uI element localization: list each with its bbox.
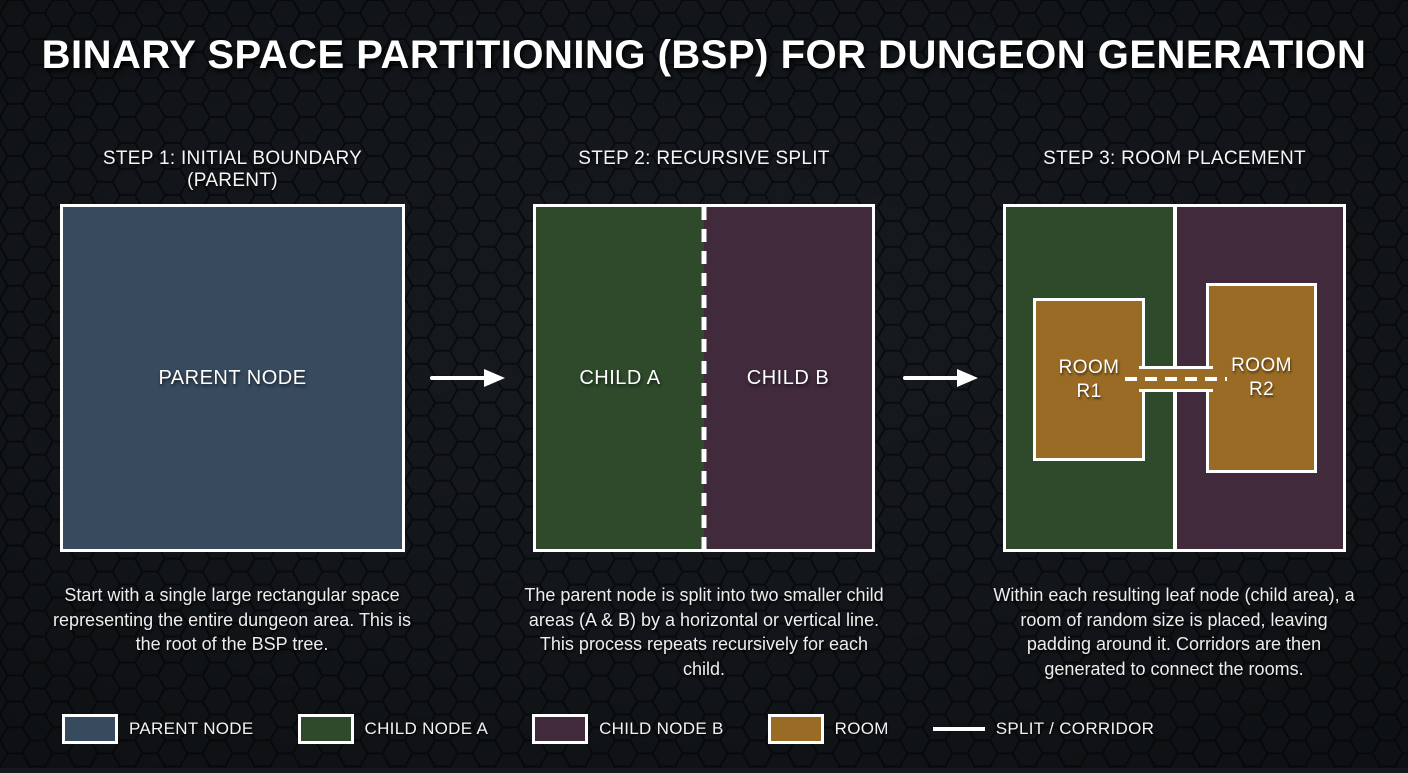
- legend: PARENT NODE CHILD NODE A CHILD NODE B RO…: [62, 714, 1154, 744]
- legend-label: CHILD NODE B: [599, 719, 724, 738]
- legend-label: CHILD NODE A: [364, 719, 489, 738]
- arrow-right-icon: [430, 369, 506, 387]
- step1-description: Start with a single large rectangular sp…: [53, 585, 411, 654]
- room-r1-label-line2: R1: [1076, 380, 1102, 402]
- dashed-split-line: [701, 207, 707, 549]
- room-swatch: [767, 714, 824, 744]
- room-r2-label-line1: ROOM: [1231, 355, 1292, 376]
- child-b-label: CHILD B: [746, 366, 830, 389]
- corridor-dashed-line: [1125, 377, 1227, 381]
- child-node-a-swatch: [297, 714, 354, 744]
- legend-item-room: ROOM: [767, 714, 889, 744]
- child-a-area: CHILD A: [536, 207, 704, 549]
- split-corridor-line-swatch: [932, 727, 985, 731]
- recursive-split-panel: CHILD A CHILD B: [533, 204, 875, 552]
- arrow-right-icon: [903, 369, 979, 387]
- legend-item-child-node-b: CHILD NODE B: [532, 714, 724, 744]
- step1-heading: STEP 1: INITIAL BOUNDARY (PARENT): [102, 148, 363, 191]
- legend-item-child-node-a: CHILD NODE A: [297, 714, 489, 744]
- room-r1-label-line1: ROOM: [1058, 356, 1120, 378]
- step3-description: Within each resulting leaf node (child a…: [993, 585, 1355, 679]
- arrow-head: [957, 369, 978, 387]
- parent-node-panel: PARENT NODE: [60, 204, 405, 552]
- page-title: BINARY SPACE PARTITIONING (BSP) FOR DUNG…: [41, 33, 1367, 77]
- legend-item-split-corridor: SPLIT / CORRIDOR: [932, 719, 1155, 739]
- corridor: [1125, 366, 1227, 392]
- child-node-b-swatch: [532, 714, 589, 744]
- parent-node-label: PARENT NODE: [158, 366, 307, 389]
- step2-description: The parent node is split into two smalle…: [524, 585, 884, 679]
- legend-item-parent-node: PARENT NODE: [62, 714, 254, 744]
- room-placement-panel: ROOM R1 ROOM R2: [1003, 204, 1346, 552]
- room-r2-label-line2: R2: [1248, 379, 1275, 400]
- step2-heading: STEP 2: RECURSIVE SPLIT: [578, 148, 830, 169]
- arrow-shaft: [430, 376, 488, 380]
- child-a-label: CHILD A: [579, 366, 661, 389]
- arrow-shaft: [903, 376, 961, 380]
- arrow-head: [484, 369, 505, 387]
- child-b-area: CHILD B: [704, 207, 872, 549]
- legend-label: SPLIT / CORRIDOR: [995, 719, 1155, 738]
- parent-node-swatch: [62, 714, 118, 744]
- step3-heading: STEP 3: ROOM PLACEMENT: [1043, 148, 1306, 169]
- legend-label: ROOM: [834, 719, 889, 738]
- legend-label: PARENT NODE: [129, 719, 254, 738]
